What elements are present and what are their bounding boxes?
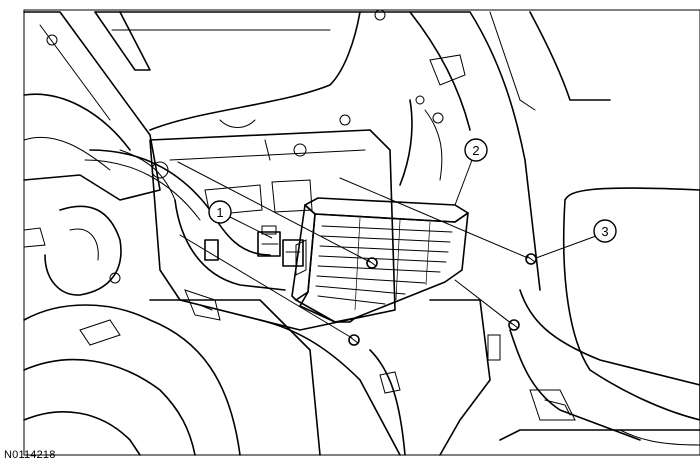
- rear-glass: [94, 11, 361, 131]
- callout-1: 1: [208, 200, 273, 239]
- left-pillar-trim: [23, 11, 161, 201]
- callout-1-label: 1: [216, 205, 223, 220]
- callout-3-label: 3: [601, 224, 608, 239]
- figure-reference-code: N0114218: [4, 449, 56, 461]
- quarter-window: [562, 187, 700, 421]
- callout-1-ring: [208, 200, 232, 224]
- electrical-connectors: [204, 225, 304, 267]
- wiring-harness: [84, 95, 444, 291]
- callout-3: 3: [535, 219, 617, 259]
- figure-frame: [23, 9, 700, 456]
- callout-2: 2: [454, 138, 488, 206]
- cargo-floor-wheelwell: [23, 205, 700, 456]
- right-lower-trim: [509, 289, 700, 446]
- bolt-upper-left: [366, 257, 378, 269]
- mounting-panel: [149, 114, 396, 331]
- callout-2-ring: [464, 138, 488, 162]
- callout-2-label: 2: [472, 143, 479, 158]
- roof-trim-right: [359, 9, 611, 291]
- alignment-lines: [177, 161, 529, 339]
- bolt-lower-left: [348, 334, 360, 346]
- callout-3-ring: [593, 219, 617, 243]
- bolt-lower-right: [508, 319, 520, 331]
- audio-amplifier: [291, 197, 469, 323]
- bolt-upper-right: [525, 253, 537, 265]
- amplifier-bolts: [348, 253, 537, 346]
